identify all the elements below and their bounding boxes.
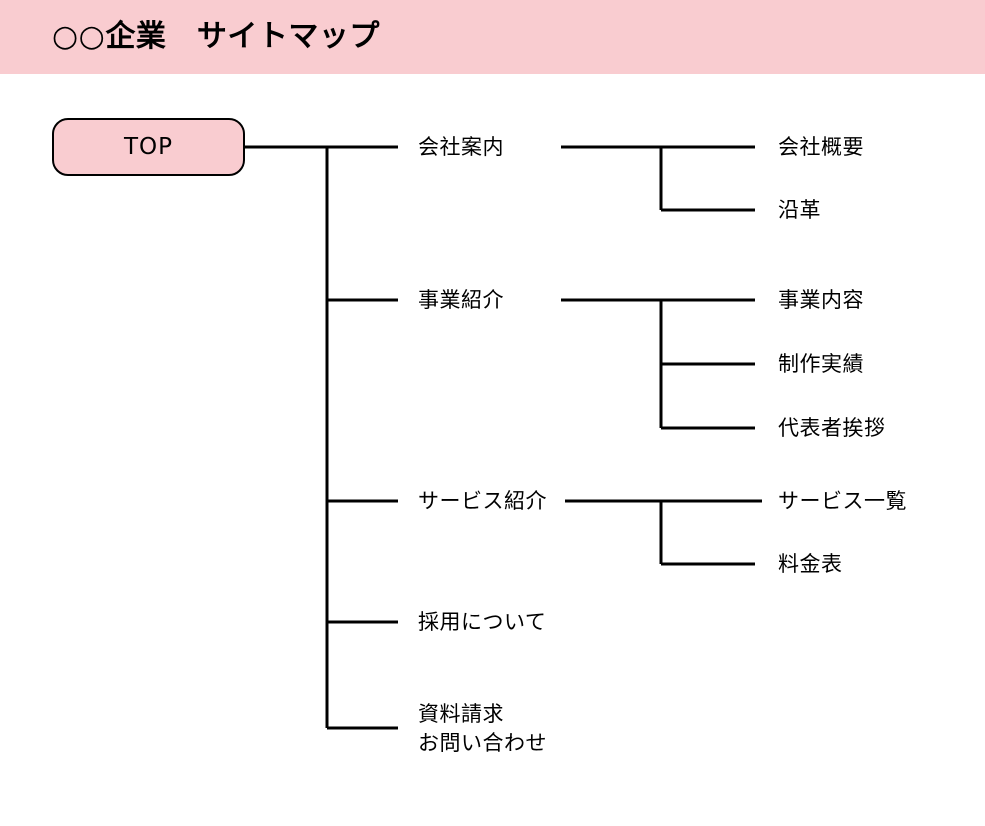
node-level3-kaisha-gaiyou[interactable]: 会社概要 [778, 135, 864, 159]
node-level3-service-ichiran[interactable]: サービス一覧 [778, 489, 907, 513]
node-level3-enkaku[interactable]: 沿革 [778, 198, 821, 222]
node-level3-jigyou-naiyou[interactable]: 事業内容 [778, 288, 864, 312]
node-level2-service-shoukai[interactable]: サービス紹介 [418, 489, 547, 513]
header-band: ○○企業 サイトマップ [0, 0, 985, 74]
node-level2-kaisha-annai[interactable]: 会社案内 [418, 135, 504, 159]
page-title: ○○企業 サイトマップ [52, 19, 380, 54]
node-level2-shiryou-seikyuu-otoiawase[interactable]: 資料請求 お問い合わせ [418, 702, 547, 755]
node-level2-saiyou-nitsuite[interactable]: 採用について [418, 610, 547, 634]
node-level3-daihyousha-aisatsu[interactable]: 代表者挨拶 [778, 416, 886, 440]
node-level3-ryoukinhyou[interactable]: 料金表 [778, 552, 843, 576]
node-top-label: TOP [123, 134, 174, 160]
node-level3-seisaku-jisseki[interactable]: 制作実績 [778, 352, 864, 376]
node-level2-jigyou-shoukai[interactable]: 事業紹介 [418, 288, 504, 312]
node-top[interactable]: TOP [52, 118, 245, 176]
